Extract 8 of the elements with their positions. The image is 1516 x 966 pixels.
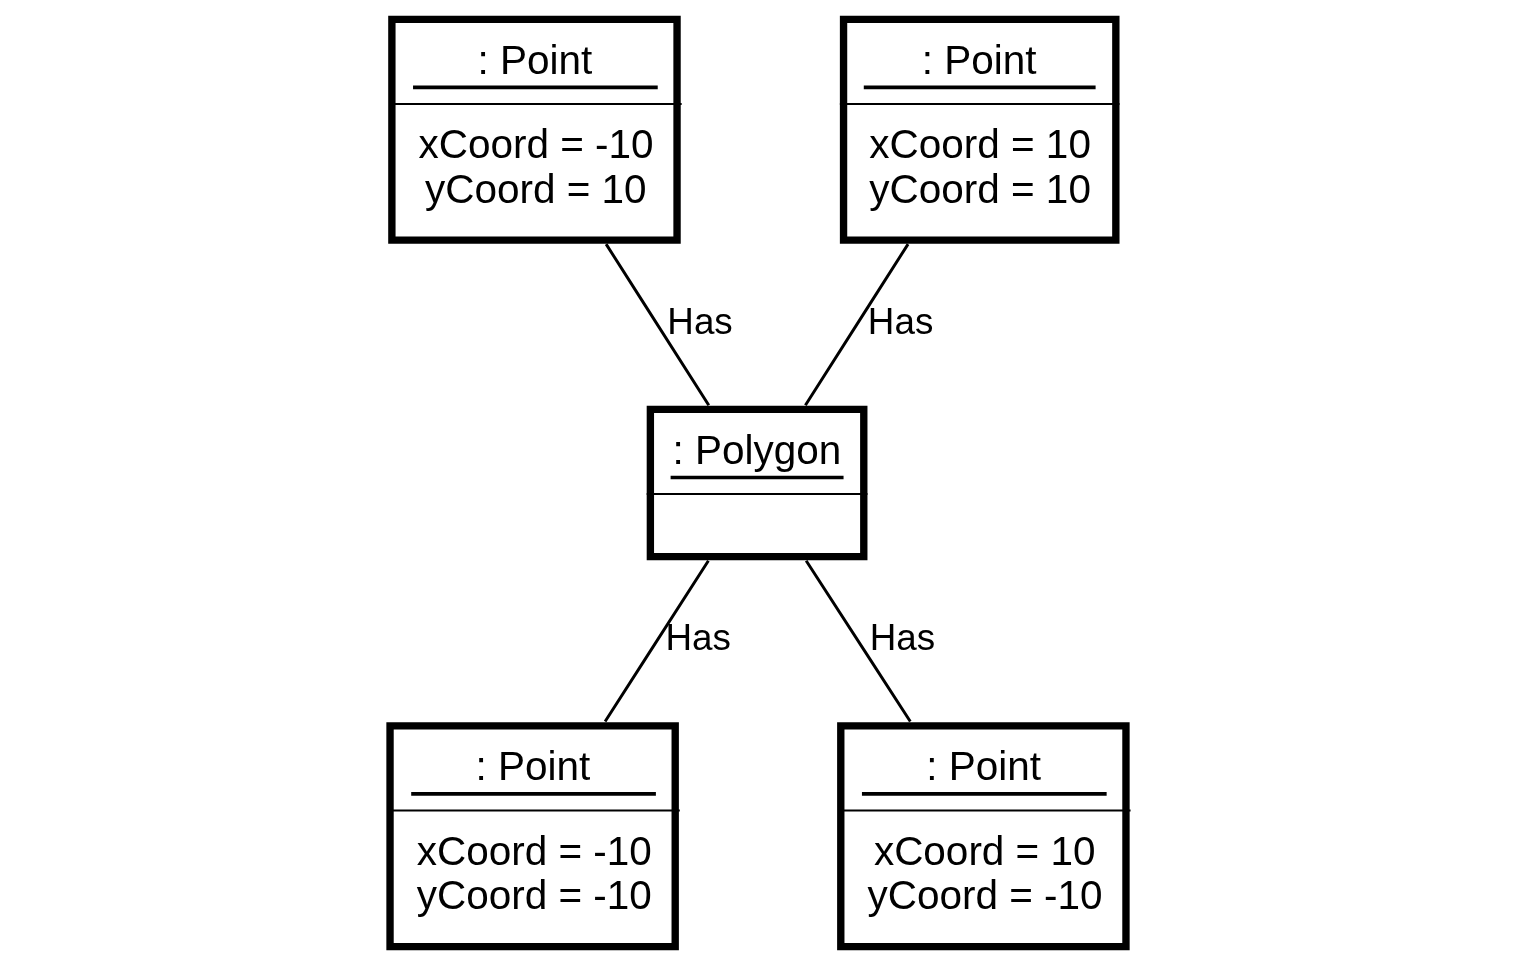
connector — [604, 243, 710, 407]
connector — [603, 559, 710, 723]
edge-label: Has — [869, 617, 936, 659]
edge-label: Has — [667, 300, 733, 342]
edge-label: Has — [665, 617, 731, 659]
connector — [804, 243, 910, 407]
connector — [804, 559, 912, 723]
edge-label: Has — [867, 300, 934, 342]
